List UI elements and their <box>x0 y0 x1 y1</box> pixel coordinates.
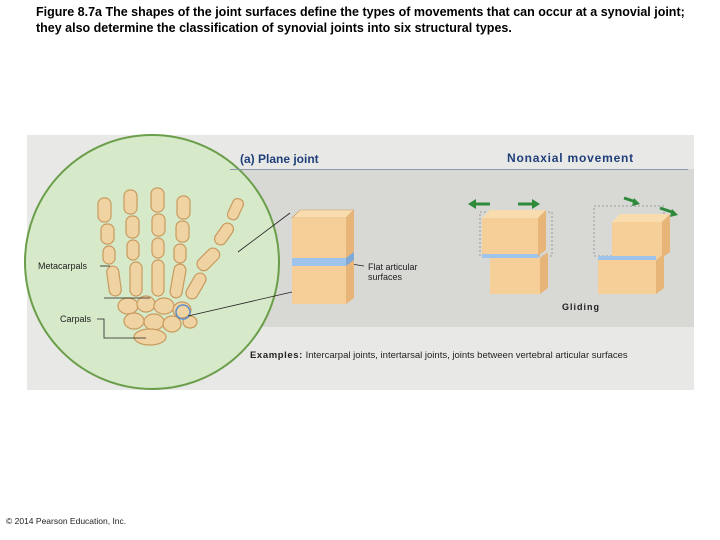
right-down-arrow-icon <box>659 206 678 217</box>
examples-text: Examples: Intercarpal joints, intertarsa… <box>250 350 628 361</box>
left-arrow-icon <box>468 199 490 209</box>
carpals-leader <box>97 318 146 339</box>
gliding-blocks-right <box>593 205 670 294</box>
copyright-notice: © 2014 Pearson Education, Inc. <box>6 516 127 526</box>
examples-list: Intercarpal joints, intertarsal joints, … <box>305 350 628 361</box>
panel-rule <box>230 169 688 170</box>
down-arrow-icon <box>623 196 640 206</box>
movement-type-label: Nonaxial movement <box>507 151 634 165</box>
metacarpals-label: Metacarpals <box>38 261 88 271</box>
examples-label: Examples: <box>250 350 303 361</box>
hand-skeleton-illustration <box>97 187 245 346</box>
plane-joint-blocks <box>291 209 355 304</box>
zoom-line-bottom <box>187 291 293 317</box>
gliding-blocks-left <box>479 210 553 294</box>
right-arrow-icon <box>518 199 540 209</box>
articular-surface <box>292 258 346 266</box>
figure-caption: Figure 8.7a The shapes of the joint surf… <box>36 5 685 35</box>
panel-label: (a) Plane joint <box>240 152 319 166</box>
joint-highlight <box>175 304 191 320</box>
carpals-label: Carpals <box>60 314 92 324</box>
flat-surfaces-label: Flat articular surfaces <box>368 262 418 282</box>
gliding-label: Gliding <box>562 302 600 312</box>
zoom-circle <box>24 134 280 390</box>
zoom-line-top <box>237 212 291 253</box>
